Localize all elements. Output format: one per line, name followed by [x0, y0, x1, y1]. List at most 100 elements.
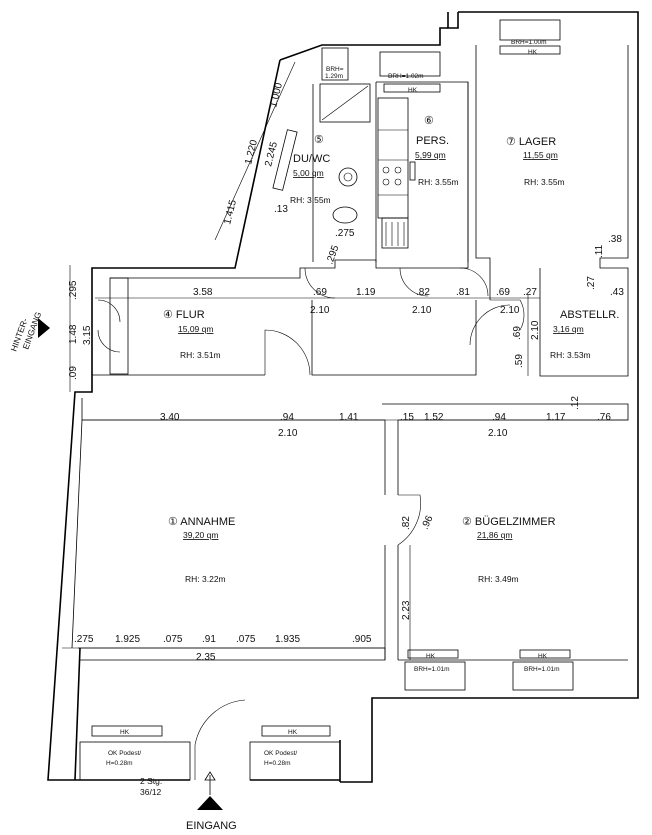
dim: 2.10: [488, 428, 508, 439]
window-sill-wc-label: BRH=: [326, 66, 344, 73]
room-2-area: 21,86 qm: [477, 530, 512, 540]
dim: 1.935: [275, 634, 300, 645]
dim: 2.10: [278, 428, 298, 439]
dim: 1.41: [339, 412, 359, 423]
doors: [97, 267, 525, 780]
room-3-area: 3,16 qm: [553, 324, 584, 334]
dim: .075: [236, 634, 256, 645]
dim: .13: [274, 204, 288, 215]
dim: 1.17: [546, 412, 566, 423]
landing-note-right-1: OK Podest/: [264, 750, 297, 757]
dim: .91: [202, 634, 216, 645]
radiator-tag-storage: HK: [528, 49, 538, 56]
window-sill-ironing-2: BRH=1.01m: [524, 666, 560, 673]
dim: .76: [597, 412, 611, 423]
dim: .69: [313, 287, 327, 298]
dim: .15: [400, 412, 414, 423]
dim: 1.000: [268, 81, 285, 108]
rear-entrance-arrow-icon: [38, 318, 50, 338]
window-sill-storage: BRH=1.00m: [511, 39, 547, 46]
dim: 1.19: [356, 287, 376, 298]
stairs-value: 36/12: [140, 787, 162, 797]
dimension-texts: 3.58 .69 1.19 .82 .81 .69 .27 2.10 2.10 …: [68, 81, 624, 663]
dim: .295: [324, 244, 341, 266]
radiators: [91, 45, 571, 737]
dim: 2.10: [500, 305, 520, 316]
dim: 1.52: [424, 412, 444, 423]
dim: .69: [512, 326, 523, 340]
fixtures: [272, 83, 416, 249]
dim: .59: [514, 354, 525, 368]
room-5-area: 5,00 qm: [293, 168, 324, 178]
window-sill-ironing-1: BRH=1.01m: [414, 666, 450, 673]
landing-note-left-1: OK Podest/: [108, 750, 141, 757]
window-niches: [79, 19, 574, 781]
main-entrance-arrow-icon: [197, 796, 223, 810]
radiator-tag-ironing-1: HK: [426, 653, 436, 660]
room-2-height: RH: 3.49m: [478, 574, 519, 584]
dim: 3.58: [193, 287, 213, 298]
dim: .82: [401, 516, 412, 530]
room-7-area: 11,55 qm: [523, 150, 558, 160]
dim: .905: [352, 634, 372, 645]
room-3-name: ABSTELLR.: [560, 309, 619, 321]
dim: .275: [74, 634, 94, 645]
dim: .94: [492, 412, 506, 423]
dim: .12: [570, 396, 581, 410]
room-5-number: ⑤: [314, 134, 324, 146]
landing-note-left-2: H=0.28m: [106, 760, 133, 767]
dim: 3.15: [82, 325, 93, 345]
room-labels: ① ANNAHME 39,20 qm RH: 3.22m ② BÜGELZIMM…: [163, 115, 619, 584]
dim: 2.23: [401, 600, 412, 620]
dim: .38: [608, 234, 622, 245]
dim: 1.48: [68, 324, 79, 344]
dim: 1.925: [115, 634, 140, 645]
dim: .43: [610, 287, 624, 298]
room-1-area: 39,20 qm: [183, 530, 218, 540]
room-5-name: DU/WC: [293, 153, 330, 165]
room-3-height: RH: 3.53m: [550, 350, 591, 360]
room-1-height: RH: 3.22m: [185, 574, 226, 584]
dim: .275: [335, 228, 355, 239]
room-4-area: 15,09 qm: [178, 324, 213, 334]
window-sill-wc-value: 1.29m: [325, 73, 343, 80]
dimension-lines: [62, 61, 628, 660]
window-sill-staff: BRH=1.02m: [388, 73, 424, 80]
stairs-label: 2 Stg.: [140, 776, 162, 786]
room-7-name: ⑦ LAGER: [506, 136, 556, 148]
dim: .11: [594, 244, 605, 258]
room-1-name: ① ANNAHME: [168, 516, 235, 528]
dim: .09: [68, 366, 79, 380]
dim: 2.10: [412, 305, 432, 316]
room-6-area: 5,99 qm: [415, 150, 446, 160]
radiator-tag-staff: HK: [408, 87, 418, 94]
dim: 2.35: [196, 652, 216, 663]
dim: 3.40: [160, 412, 180, 423]
room-4-height: RH: 3.51m: [180, 350, 221, 360]
dim: .82: [416, 287, 430, 298]
dim: .96: [420, 514, 436, 532]
room-6-number: ⑥: [424, 115, 434, 127]
room-5-height: RH: 3.55m: [290, 195, 331, 205]
dim: .27: [523, 287, 537, 298]
dim: 2.10: [530, 320, 541, 340]
room-2-name: ② BÜGELZIMMER: [462, 516, 556, 528]
dim: .27: [586, 276, 597, 290]
main-entrance-label: EINGANG: [186, 820, 237, 832]
radiator-tag-ironing-2: HK: [538, 653, 548, 660]
dim: .69: [496, 287, 510, 298]
tags: BRH=1.00m BRH=1.02m BRH= 1.29m BRH=1.01m…: [106, 39, 560, 797]
room-7-height: RH: 3.55m: [524, 177, 565, 187]
dim: .295: [68, 280, 79, 300]
dim: 1.415: [222, 198, 239, 225]
dim: .075: [163, 634, 183, 645]
room-6-name: PERS.: [416, 135, 449, 147]
dim: .81: [456, 287, 470, 298]
dim: 2.245: [263, 140, 280, 167]
room-4-name: ④ FLUR: [163, 309, 205, 321]
dim: 2.10: [310, 305, 330, 316]
dim: .94: [280, 412, 294, 423]
radiator-tag-left: HK: [120, 729, 130, 736]
